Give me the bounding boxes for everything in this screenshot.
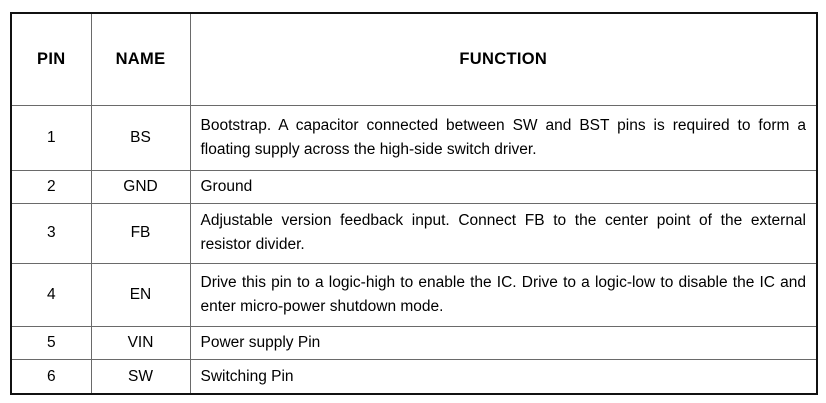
column-header-pin: PIN (12, 14, 92, 106)
pin-description-table-container: PIN NAME FUNCTION 1 BS Bootstrap. A capa… (10, 12, 818, 395)
table-header-row: PIN NAME FUNCTION (12, 14, 816, 106)
cell-pin-6: 6 (12, 359, 92, 393)
table-row: 2 GND Ground (12, 169, 816, 205)
table-row: 5 VIN Power supply Pin (12, 325, 816, 361)
table-row: 6 SW Switching Pin (12, 359, 816, 393)
column-header-function: FUNCTION (189, 14, 816, 106)
cell-name-6: SW (90, 359, 191, 393)
cell-function-2: Ground (189, 169, 816, 205)
cell-pin-2: 2 (12, 169, 92, 205)
cell-name-3: FB (90, 203, 191, 264)
cell-function-1: Bootstrap. A capacitor connected between… (189, 104, 816, 171)
column-header-name: NAME (90, 14, 191, 106)
cell-pin-5: 5 (12, 325, 92, 361)
cell-pin-3: 3 (12, 203, 92, 264)
cell-function-3: Adjustable version feedback input. Conne… (189, 203, 816, 264)
cell-name-1: BS (90, 104, 191, 171)
pin-description-table: PIN NAME FUNCTION 1 BS Bootstrap. A capa… (12, 14, 816, 393)
table-header: PIN NAME FUNCTION (12, 14, 816, 106)
table-row: 3 FB Adjustable version feedback input. … (12, 203, 816, 264)
cell-name-5: VIN (90, 325, 191, 361)
table-row: 4 EN Drive this pin to a logic-high to e… (12, 262, 816, 327)
table-body: 1 BS Bootstrap. A capacitor connected be… (12, 104, 816, 393)
cell-pin-4: 4 (12, 262, 92, 327)
cell-pin-1: 1 (12, 104, 92, 171)
table-row: 1 BS Bootstrap. A capacitor connected be… (12, 104, 816, 171)
cell-function-5: Power supply Pin (189, 325, 816, 361)
cell-name-2: GND (90, 169, 191, 205)
cell-function-6: Switching Pin (189, 359, 816, 393)
cell-function-4: Drive this pin to a logic-high to enable… (189, 262, 816, 327)
cell-name-4: EN (90, 262, 191, 327)
